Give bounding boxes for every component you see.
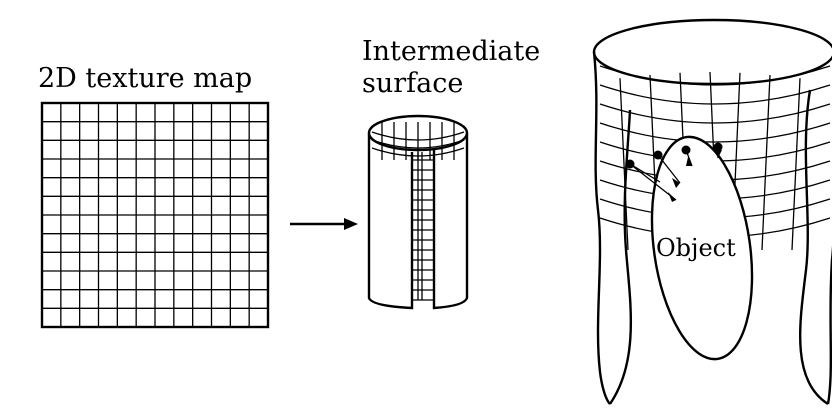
intermediate-line-1: Intermediate xyxy=(362,36,541,67)
cylinder-slit-grid xyxy=(412,152,434,301)
large-grid-hcurve xyxy=(599,103,831,124)
cylinder-inner-hcurve xyxy=(371,139,465,149)
intermediate-cylinder xyxy=(367,114,469,310)
texture-map-grid xyxy=(40,101,270,329)
large-grid-vline xyxy=(791,78,801,251)
object-label: Object xyxy=(656,234,736,262)
large-grid-vline xyxy=(619,78,629,251)
cylinder-right-wall xyxy=(432,133,469,310)
large-grid-hcurve xyxy=(599,122,831,143)
large-cylinder-inner-right-edge xyxy=(799,89,829,406)
large-grid-vline xyxy=(761,74,771,251)
object-ellipse xyxy=(650,135,754,361)
intermediate-line-2: surface xyxy=(362,68,464,99)
large-cylinder xyxy=(592,18,832,406)
large-cylinder-inner-left-edge xyxy=(609,109,633,405)
large-grid-hcurve xyxy=(599,65,831,86)
large-cylinder-right-wall xyxy=(826,245,832,405)
intermediate-surface-label: Intermediate surface xyxy=(362,36,540,100)
mapping-arrow xyxy=(290,218,358,230)
texture-map-label: 2D texture map xyxy=(38,63,253,94)
large-cylinder-left-wall xyxy=(592,51,611,405)
cylinder-inner-grid xyxy=(371,122,465,160)
cylinder-left-wall xyxy=(367,133,414,310)
large-grid-hcurve xyxy=(599,84,831,105)
cylinder-inner-hcurve xyxy=(371,131,465,141)
mapping-rays xyxy=(625,142,723,202)
